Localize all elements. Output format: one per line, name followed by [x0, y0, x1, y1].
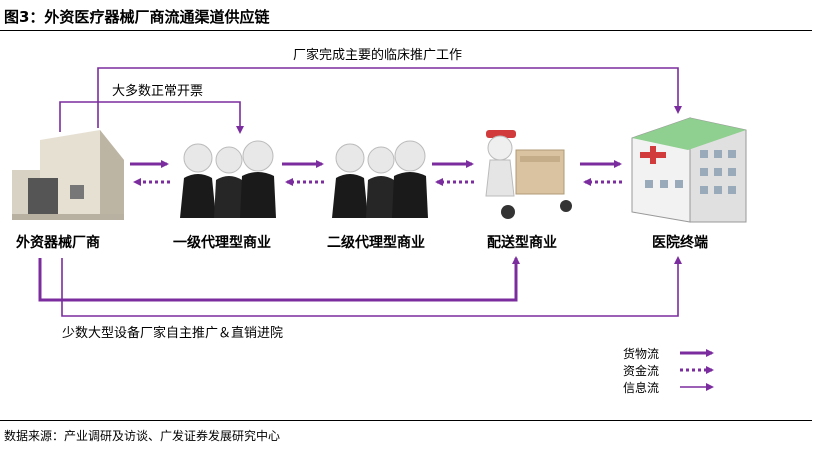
delivery-worker-icon	[485, 130, 572, 219]
info-flow-to-agent1	[59, 101, 244, 134]
source-note: 数据来源：产业调研及访谈、广发证券发展研究中心	[4, 429, 281, 443]
note-most-flow: 大多数正常开票	[112, 84, 204, 99]
node-label-distributor: 配送型商业	[487, 235, 557, 251]
node-label-agent1: 一级代理型商业	[173, 235, 271, 251]
hospital-building-icon	[631, 117, 747, 223]
note-top-flow: 厂家完成主要的临床推广工作	[293, 48, 463, 63]
supply-chain-diagram	[12, 67, 747, 391]
legend-funds-label: 资金流	[623, 364, 660, 378]
footer-rule	[0, 420, 812, 421]
goods-flow-to-distributor	[38, 256, 520, 302]
legend-goods-label: 货物流	[623, 347, 660, 361]
title-rule	[0, 30, 812, 31]
legend-info-label: 信息流	[623, 381, 660, 395]
node-label-manufacturer: 外资器械厂商	[16, 235, 100, 251]
figure-title: 图3：外资医疗器械厂商流通渠道供应链	[4, 8, 270, 26]
node-label-agent2: 二级代理型商业	[327, 235, 425, 251]
node-label-hospital: 医院终端	[652, 235, 708, 251]
info-flow-direct-to-hospital	[61, 256, 682, 317]
note-bottom-flow: 少数大型设备厂家自主推广＆直销进院	[62, 326, 284, 341]
info-flow-to-hospital	[97, 67, 682, 128]
agent-group-2-icon	[332, 140, 428, 218]
agent-group-1-icon	[180, 140, 276, 218]
factory-building-icon	[12, 130, 124, 220]
